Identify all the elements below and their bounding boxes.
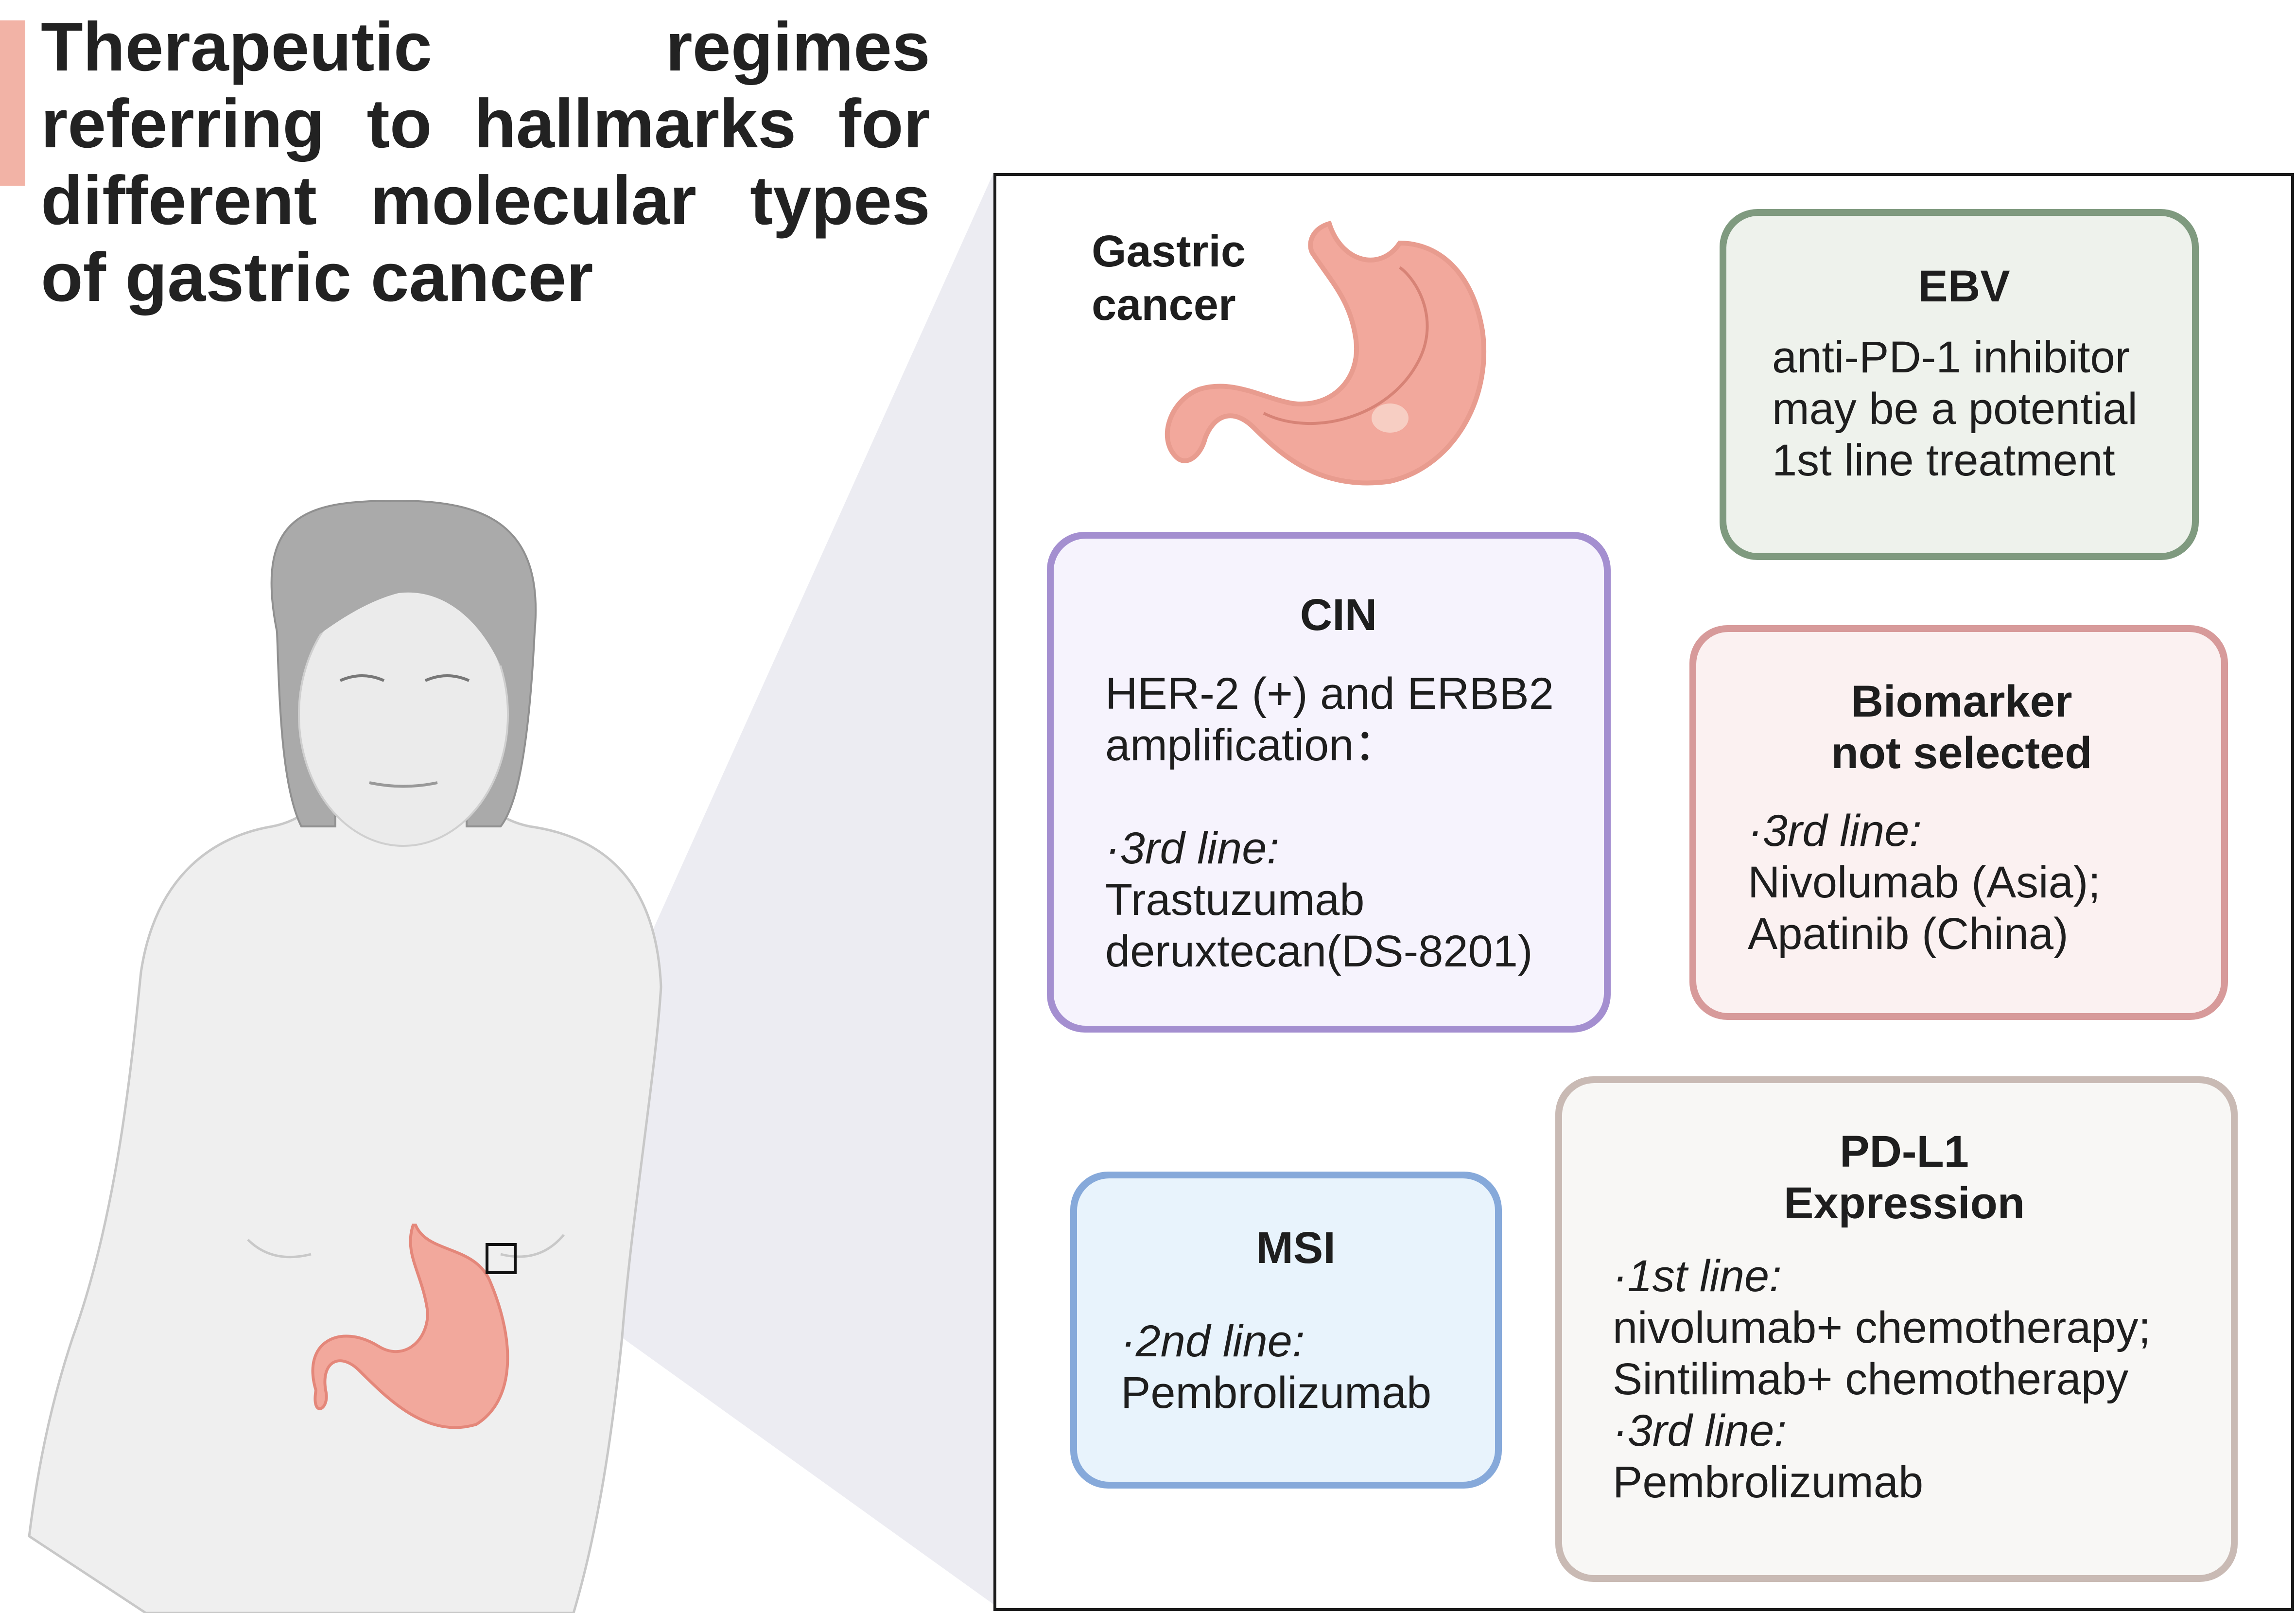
pdl1-third-label: ·3rd line: xyxy=(1613,1406,1787,1455)
pdl1-first-drug: nivolumab+ chemotherapy; xyxy=(1613,1303,2151,1352)
biomarker-drug-line: Apatinib (China) xyxy=(1748,909,2069,959)
ebv-heading: EBV xyxy=(1918,262,2010,311)
biomarker-heading: not selected xyxy=(1831,728,2092,778)
ebv-text-line: may be a potential xyxy=(1772,384,2138,434)
pdl1-first-drug: Sintilimab+ chemotherapy xyxy=(1613,1354,2129,1404)
cin-box: CIN HER-2 (+) and ERBB2 amplification： ·… xyxy=(1047,532,1611,1033)
cin-text-line: amplification： xyxy=(1105,720,1399,770)
fringe xyxy=(292,552,502,666)
cin-text-line: HER-2 (+) and ERBB2 xyxy=(1105,669,1554,719)
torso xyxy=(28,747,662,1613)
stomach-label-line: cancer xyxy=(1092,280,1236,330)
biomarker-drug-line: Nivolumab (Asia); xyxy=(1748,858,2101,907)
biomarker-heading: Biomarker xyxy=(1851,677,2072,726)
msi-line-label: ·2nd line: xyxy=(1121,1316,1305,1366)
cin-line-label: ·3rd line: xyxy=(1105,824,1279,873)
pdl1-heading: PD-L1 xyxy=(1840,1127,1969,1176)
zoom-marker xyxy=(486,1243,517,1274)
ebv-text-line: 1st line treatment xyxy=(1772,436,2115,485)
body-stomach xyxy=(311,1224,509,1429)
pdl1-box: PD-L1 Expression ·1st line: nivolumab+ c… xyxy=(1555,1076,2238,1582)
detail-panel xyxy=(993,173,2294,1611)
stomach-label: Gastric cancer xyxy=(1092,225,1246,332)
cin-heading: CIN xyxy=(1300,590,1377,640)
pdl1-first-label: ·1st line: xyxy=(1613,1251,1782,1301)
msi-heading: MSI xyxy=(1256,1223,1336,1273)
biomarker-line-label: ·3rd line: xyxy=(1748,806,1922,856)
biomarker-box: Biomarker not selected ·3rd line: Nivolu… xyxy=(1689,625,2228,1020)
pdl1-heading: Expression xyxy=(1784,1178,2025,1228)
msi-drug: Pembrolizumab xyxy=(1121,1368,1432,1418)
cin-drug-line: Trastuzumab xyxy=(1105,875,1365,925)
figure-title: Therapeutic regimes referring to hallmar… xyxy=(41,8,930,316)
woman-figure xyxy=(28,499,662,1613)
msi-box: MSI ·2nd line: Pembrolizumab xyxy=(1070,1172,1502,1489)
cin-drug-line: deruxtecan(DS-8201) xyxy=(1105,927,1533,976)
gastric-stomach-illustration xyxy=(1165,220,1487,486)
title-accent-bar xyxy=(0,20,25,186)
ebv-box: EBV anti-PD-1 inhibitor may be a potenti… xyxy=(1720,209,2199,560)
stomach-label-line: Gastric xyxy=(1092,227,1246,276)
pdl1-third-drug: Pembrolizumab xyxy=(1613,1457,1924,1507)
ebv-text-line: anti-PD-1 inhibitor xyxy=(1772,333,2130,382)
